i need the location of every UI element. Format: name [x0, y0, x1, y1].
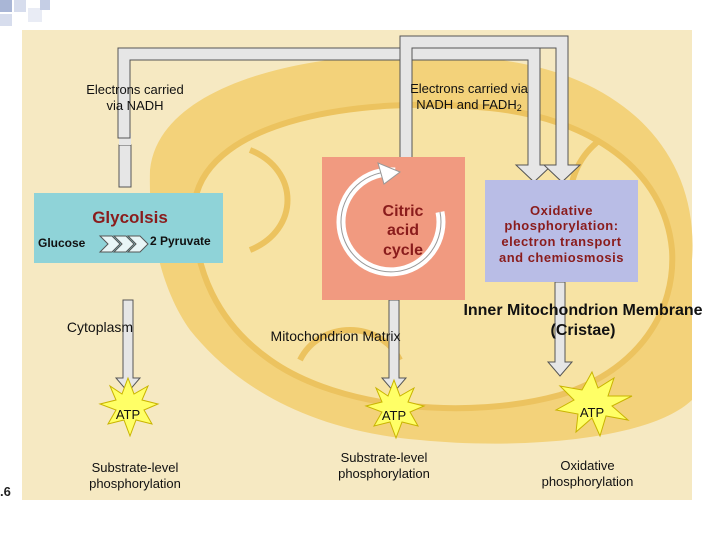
side-number: .6 — [0, 484, 11, 499]
atp-star-3 — [554, 370, 633, 438]
citric-label: Citric acid cycle — [382, 203, 424, 259]
atp-caption-2: Substrate-level phosphorylation — [338, 450, 430, 481]
cytoplasm-label: Cytoplasm — [66, 319, 134, 335]
oxphos-label: Oxidative phosphorylation: electron tran… — [498, 202, 625, 265]
glucose-label: Glucose — [38, 236, 86, 250]
oxphos-box — [485, 180, 638, 282]
atp-star-1 — [98, 376, 160, 438]
atp-label-1: ATP — [115, 407, 141, 422]
arrow-down-atp-1 — [114, 299, 142, 393]
atp-label-3: ATP — [579, 405, 605, 420]
arrow-right-loop — [399, 35, 582, 183]
glycolysis-title: Glycolsis — [92, 208, 168, 227]
pyruvate-label: 2 Pyruvate — [150, 234, 211, 248]
glycolysis-arrows — [98, 235, 149, 253]
membrane-label: Inner Mitochondrion Membrane (Cristae) — [463, 302, 703, 339]
atp-label-2: ATP — [381, 408, 407, 423]
fadh-subscript: 2 — [516, 102, 522, 113]
electrons-nadh-label: Electrons carried via NADH — [86, 82, 184, 113]
citric-cycle-icon — [336, 162, 446, 277]
corner-decoration — [0, 0, 50, 40]
atp-star-2 — [364, 378, 426, 440]
electrons-nadh-fadh-label: Electrons carried via NADH and FADH2 — [405, 81, 533, 113]
electron-arrow-nadh — [118, 133, 132, 188]
arrow-down-atp-3 — [546, 281, 574, 377]
matrix-label: Mitochondrion Matrix — [270, 328, 401, 344]
arrow-down-atp-2 — [380, 299, 408, 393]
atp-caption-3: Oxidative phosphorylation — [541, 458, 634, 489]
electrons-nadh-fadh-text: Electrons carried via NADH and FADH — [410, 81, 528, 112]
atp-caption-1: Substrate-level phosphorylation — [89, 460, 181, 491]
